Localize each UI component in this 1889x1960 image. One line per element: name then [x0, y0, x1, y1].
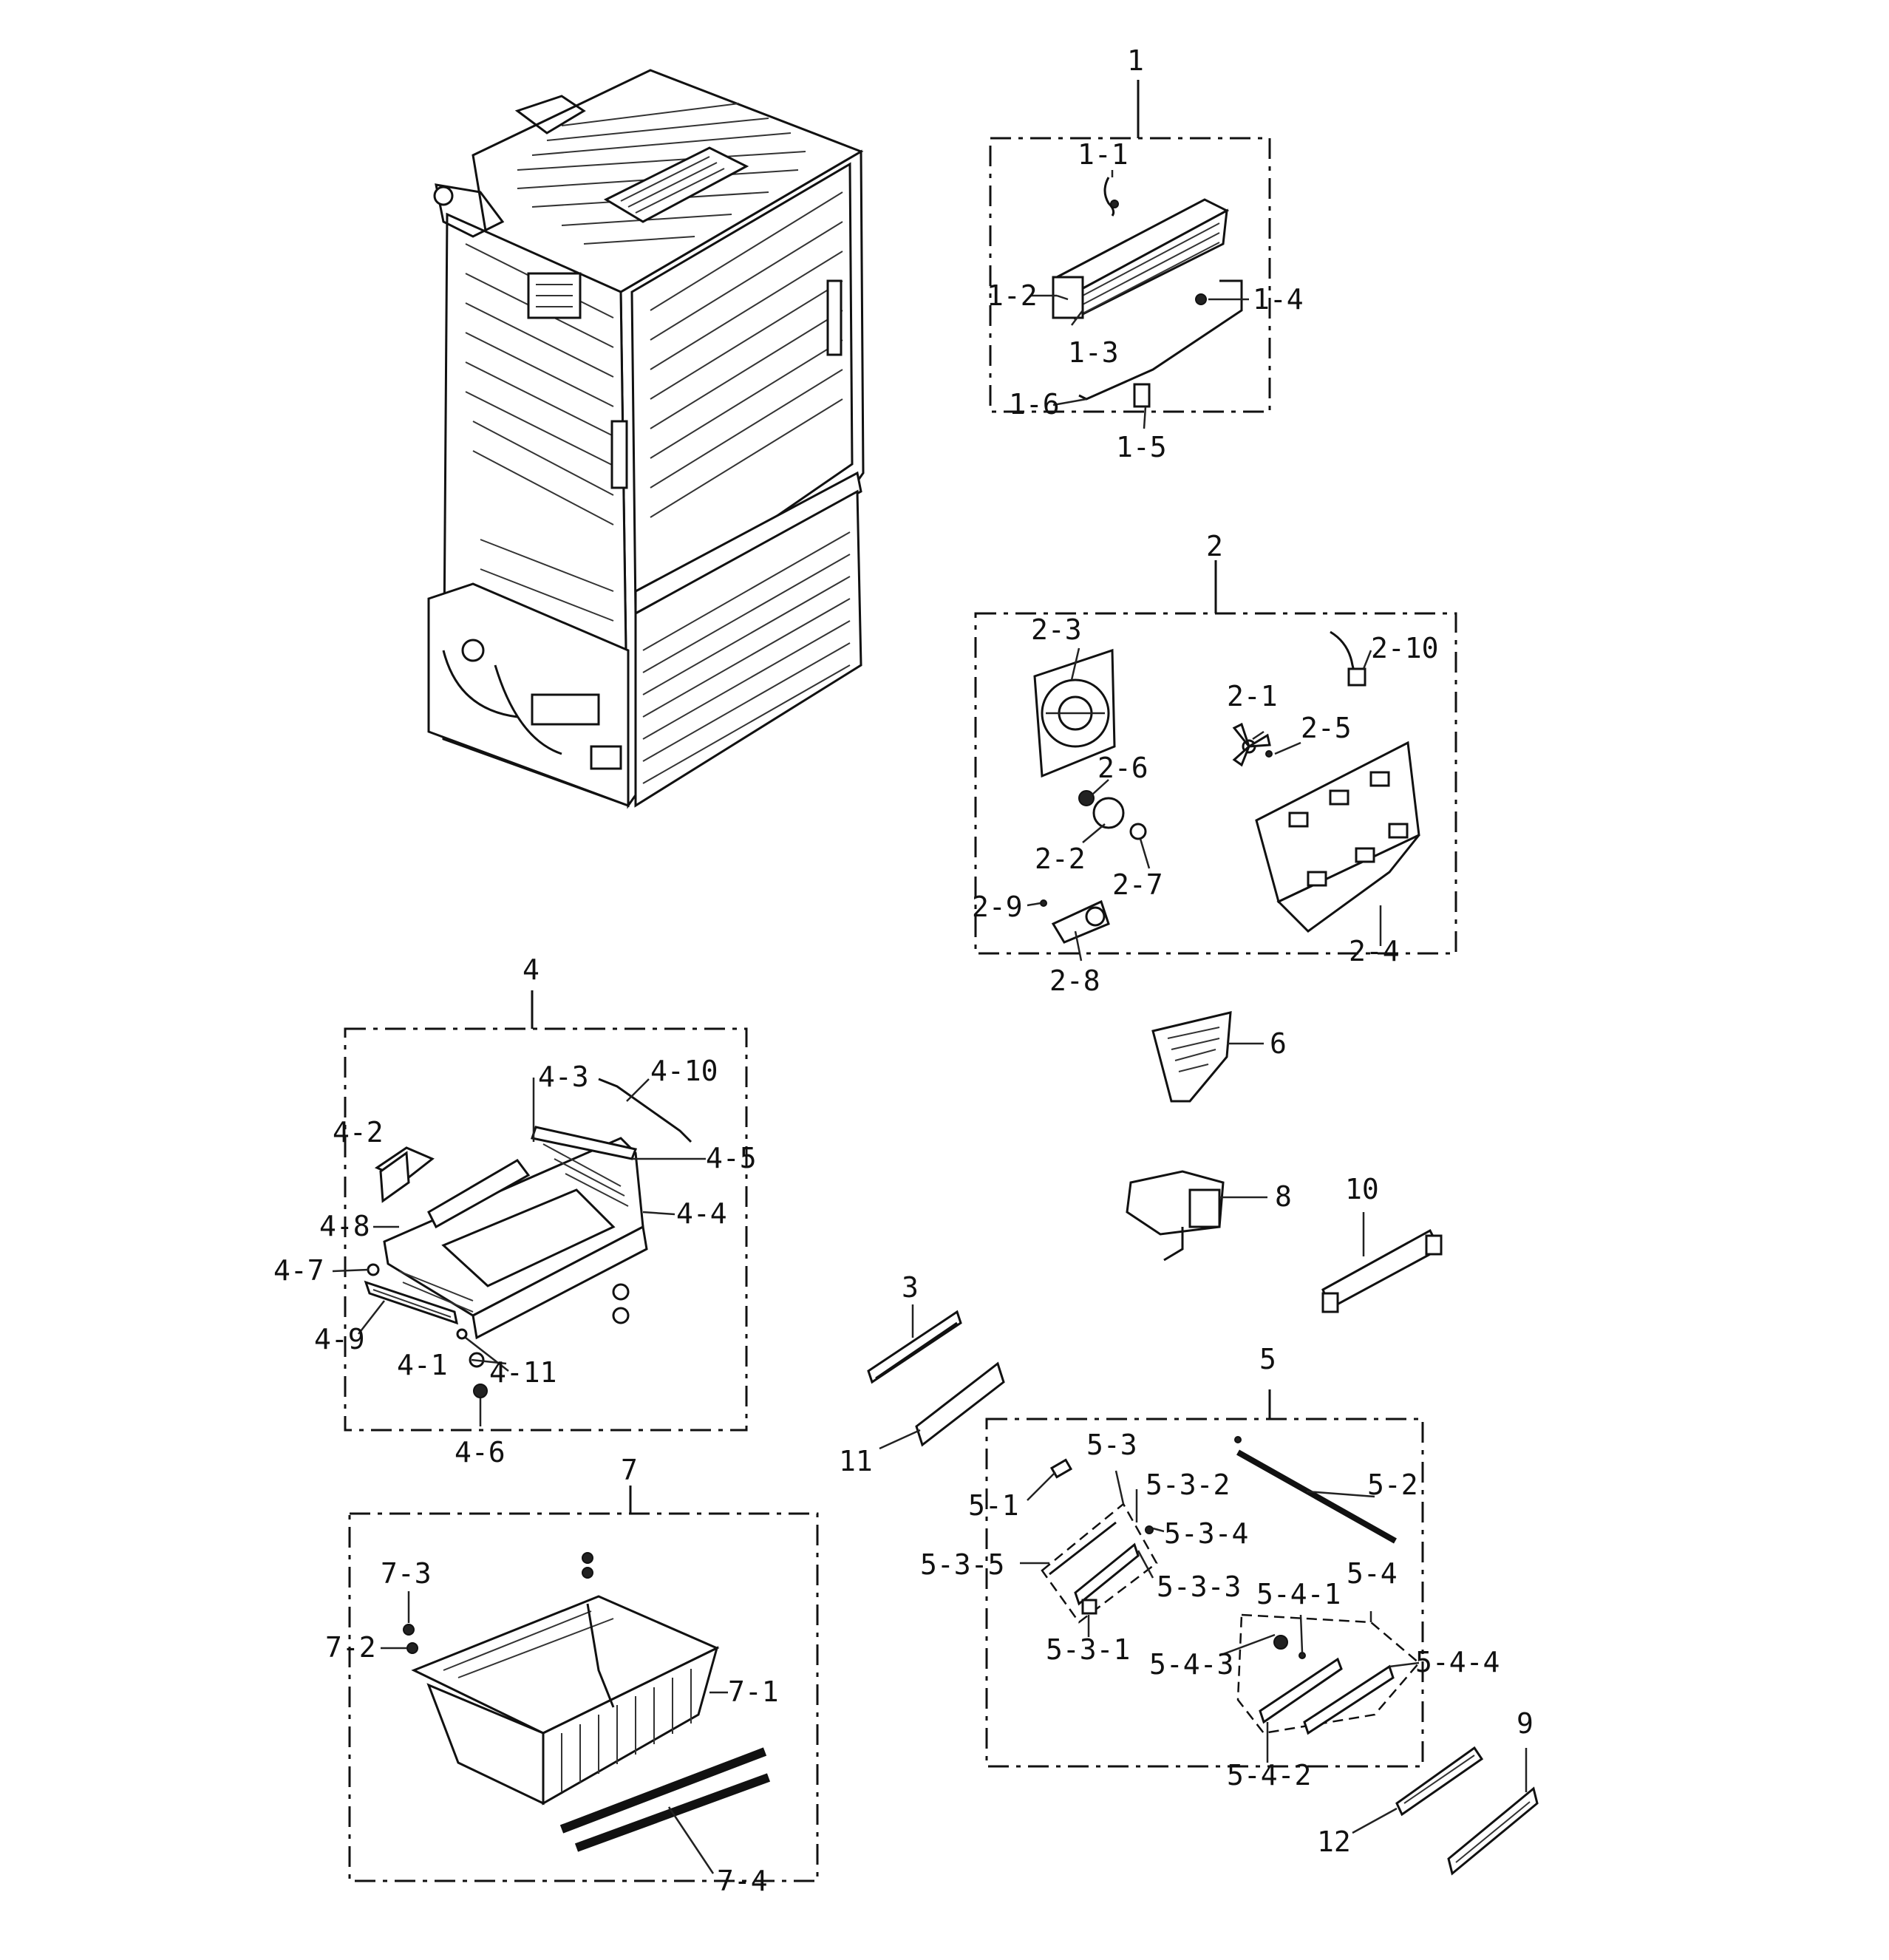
label-4-5: 4-5: [706, 1142, 757, 1174]
label-5-4-2: 5-4-2: [1227, 1759, 1311, 1791]
label-1-6: 1-6: [1009, 388, 1060, 421]
label-4-4: 4-4: [676, 1197, 727, 1230]
label-3: 3: [902, 1271, 919, 1304]
assembly-1: [989, 80, 1271, 429]
part-3: [867, 1304, 962, 1384]
part-12: [1352, 1746, 1484, 1834]
label-1-1: 1-1: [1078, 138, 1129, 171]
label-5-3-2: 5-3-2: [1146, 1469, 1230, 1501]
label-2-5: 2-5: [1301, 712, 1352, 744]
label-4-8: 4-8: [319, 1210, 370, 1242]
label-5: 5: [1259, 1343, 1276, 1375]
cabinet-drawing: [427, 69, 865, 809]
label-5-1: 5-1: [968, 1489, 1019, 1522]
part-6: [1151, 1011, 1264, 1103]
assembly-7: [348, 1486, 819, 1882]
label-12: 12: [1317, 1825, 1351, 1858]
label-1-4: 1-4: [1253, 283, 1304, 316]
label-1-2: 1-2: [987, 279, 1038, 312]
label-5-3-1: 5-3-1: [1046, 1633, 1130, 1666]
label-4-7: 4-7: [273, 1254, 324, 1287]
assembly-5: [985, 1389, 1424, 1768]
label-11: 11: [839, 1445, 873, 1477]
label-7-4: 7-4: [717, 1865, 768, 1897]
part-11: [879, 1361, 1005, 1450]
label-2-6: 2-6: [1097, 752, 1148, 784]
label-7-2: 7-2: [325, 1631, 376, 1664]
label-4-2: 4-2: [333, 1116, 384, 1149]
label-5-4-4: 5-4-4: [1415, 1646, 1500, 1678]
label-2-1: 2-1: [1227, 680, 1278, 712]
label-4-3: 4-3: [538, 1061, 589, 1093]
label-5-3: 5-3: [1086, 1429, 1137, 1461]
label-10: 10: [1345, 1173, 1379, 1205]
part-8: [1126, 1170, 1267, 1262]
label-1-3: 1-3: [1068, 336, 1119, 369]
label-2-10: 2-10: [1371, 632, 1439, 664]
label-2-4: 2-4: [1349, 935, 1400, 967]
label-9: 9: [1517, 1707, 1534, 1740]
label-2-2: 2-2: [1035, 843, 1086, 875]
label-5-2: 5-2: [1367, 1469, 1418, 1501]
assembly-2: [974, 560, 1457, 962]
label-4-1: 4-1: [397, 1349, 448, 1381]
label-2-3: 2-3: [1031, 613, 1082, 646]
label-1-5: 1-5: [1116, 431, 1167, 463]
part-9: [1447, 1748, 1539, 1876]
label-5-4-3: 5-4-3: [1149, 1648, 1233, 1681]
part-10: [1321, 1212, 1443, 1313]
label-2: 2: [1206, 530, 1223, 562]
label-2-8: 2-8: [1049, 964, 1100, 997]
label-4: 4: [523, 953, 540, 986]
label-5-3-3: 5-3-3: [1157, 1571, 1241, 1603]
label-4-10: 4-10: [650, 1055, 718, 1087]
part-labels: 1 1-1 1-2 1-3 1-4 1-5 1-6 2 2-1 2-2 2-3 …: [273, 44, 1534, 1897]
label-6: 6: [1270, 1027, 1287, 1060]
label-5-3-4: 5-3-4: [1164, 1517, 1248, 1550]
assembly-4: [332, 990, 748, 1432]
label-5-4-1: 5-4-1: [1256, 1578, 1341, 1610]
label-7: 7: [621, 1454, 638, 1486]
label-2-9: 2-9: [972, 891, 1023, 923]
label-1: 1: [1127, 44, 1144, 77]
label-4-9: 4-9: [314, 1323, 365, 1355]
label-4-6: 4-6: [455, 1436, 506, 1469]
label-8: 8: [1275, 1180, 1292, 1213]
label-2-7: 2-7: [1112, 868, 1163, 901]
label-4-11: 4-11: [489, 1356, 557, 1389]
label-7-1: 7-1: [728, 1675, 779, 1708]
label-5-3-5: 5-3-5: [920, 1548, 1004, 1581]
label-7-3: 7-3: [381, 1557, 432, 1590]
label-5-4: 5-4: [1347, 1557, 1398, 1590]
